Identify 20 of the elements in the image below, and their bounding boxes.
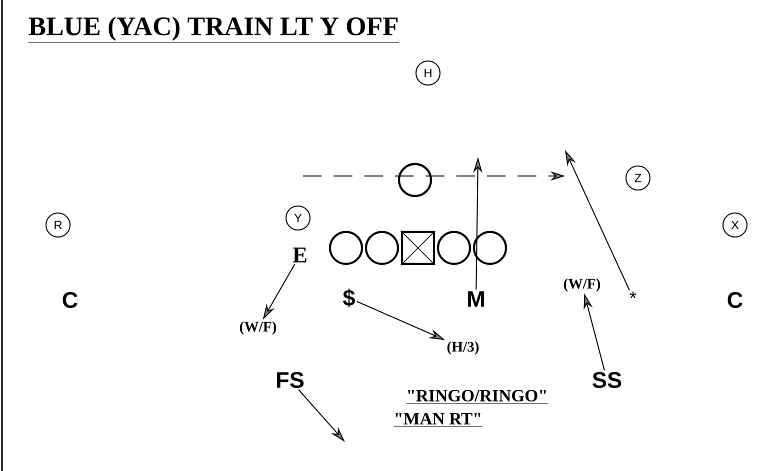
play-call: "RINGO/RINGO" bbox=[406, 390, 548, 404]
zone-label: (W/F) bbox=[564, 278, 600, 292]
zone-label: (H/3) bbox=[447, 341, 479, 355]
lineman-circle bbox=[398, 162, 432, 198]
player-letter: $ bbox=[343, 288, 355, 308]
label: C bbox=[728, 292, 743, 308]
player-letter: E bbox=[292, 248, 306, 262]
star-mark: * bbox=[630, 292, 636, 298]
lineman-circle bbox=[472, 230, 508, 266]
center-box bbox=[400, 230, 436, 266]
zone-label: (W/F) bbox=[240, 321, 276, 335]
player-letter: FS bbox=[277, 372, 304, 388]
title: BLUE (YAC) TRAIN LT Y OFF bbox=[28, 16, 400, 43]
lineman-circle bbox=[328, 230, 364, 266]
label: C bbox=[62, 292, 78, 308]
lineman-circle bbox=[364, 230, 400, 266]
player-letter: SS bbox=[592, 372, 622, 388]
lineman-circle bbox=[436, 230, 472, 266]
player-letter: M bbox=[468, 291, 484, 307]
play-call: "MAN RT" bbox=[394, 412, 482, 427]
